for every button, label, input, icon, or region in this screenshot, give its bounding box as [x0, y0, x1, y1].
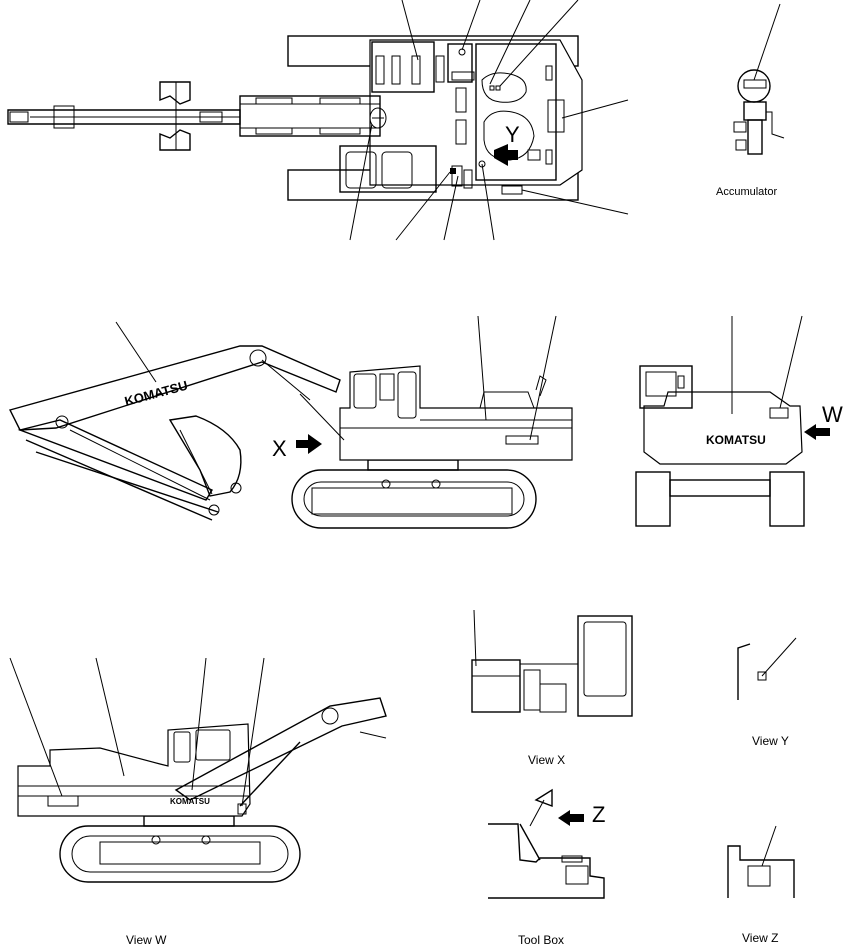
arrow-x-icon — [296, 434, 322, 454]
accumulator-label: Accumulator — [716, 186, 777, 198]
marker-z: Z — [592, 802, 605, 827]
arrow-z-icon — [558, 810, 584, 826]
view-w-label: View W — [126, 933, 167, 946]
accumulator-detail: Accumulator — [716, 3, 785, 198]
arrow-y-icon — [494, 144, 518, 166]
view-w-logo: KOMATSU — [170, 797, 210, 806]
rear-view: KOMATSU W — [635, 315, 843, 527]
view-z-label: View Z — [742, 931, 778, 945]
marker-y: Y — [505, 122, 520, 147]
view-w: KOMATSU View W — [9, 657, 387, 946]
tool-box-view: Z Tool Box — [488, 788, 605, 946]
side-view: KOMATSU X — [8, 315, 573, 529]
rear-logo: KOMATSU — [706, 433, 766, 447]
boom-logo: KOMATSU — [123, 378, 189, 409]
view-z: View Z — [727, 825, 795, 945]
top-view: Y — [7, 0, 629, 241]
view-y: View Y — [737, 637, 797, 748]
marker-w: W — [822, 402, 843, 427]
marker-x: X — [272, 436, 287, 461]
arrow-w-icon — [804, 424, 830, 440]
view-y-label: View Y — [752, 734, 789, 748]
view-x: View X — [471, 609, 633, 767]
view-x-label: View X — [528, 753, 565, 767]
tool-box-label: Tool Box — [518, 933, 564, 946]
